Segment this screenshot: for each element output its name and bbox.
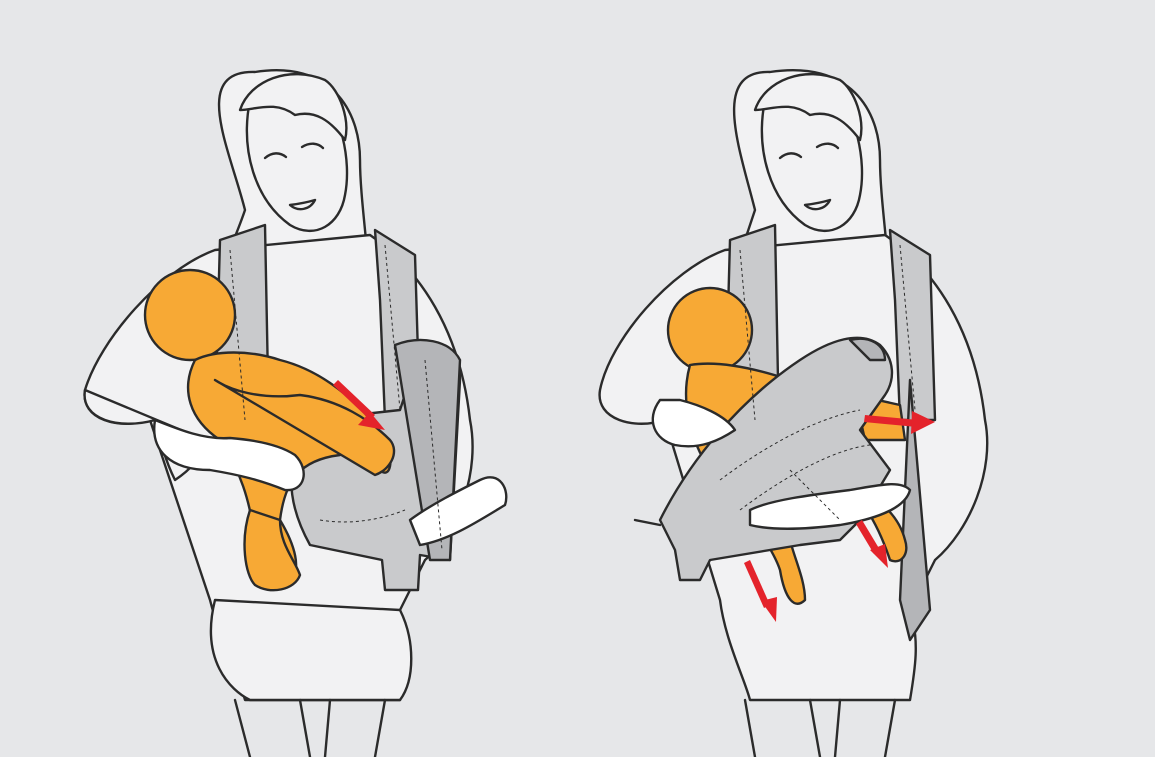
- step-1-svg: [40, 0, 560, 757]
- step-1-illustration: [40, 0, 560, 757]
- step-2-svg: [540, 0, 1100, 757]
- step-2-illustration: [540, 0, 1100, 757]
- skirt: [211, 600, 411, 700]
